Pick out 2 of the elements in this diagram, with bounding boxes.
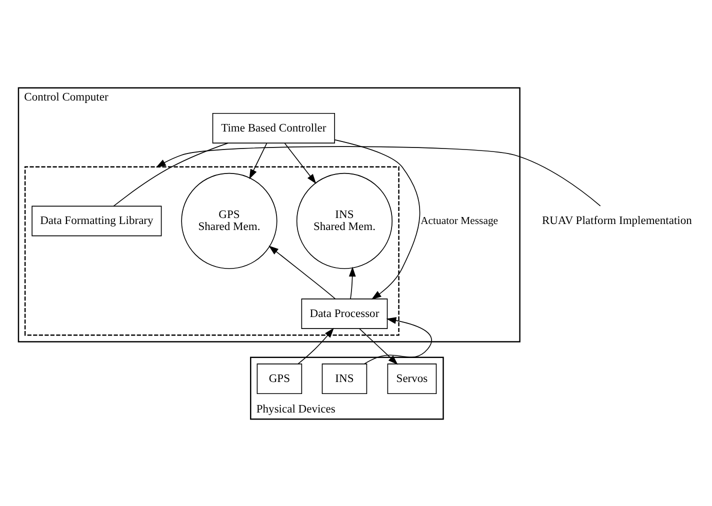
node-text: RUAV Platform Implementation (542, 214, 692, 227)
edge-label: Actuator Message (420, 214, 498, 226)
